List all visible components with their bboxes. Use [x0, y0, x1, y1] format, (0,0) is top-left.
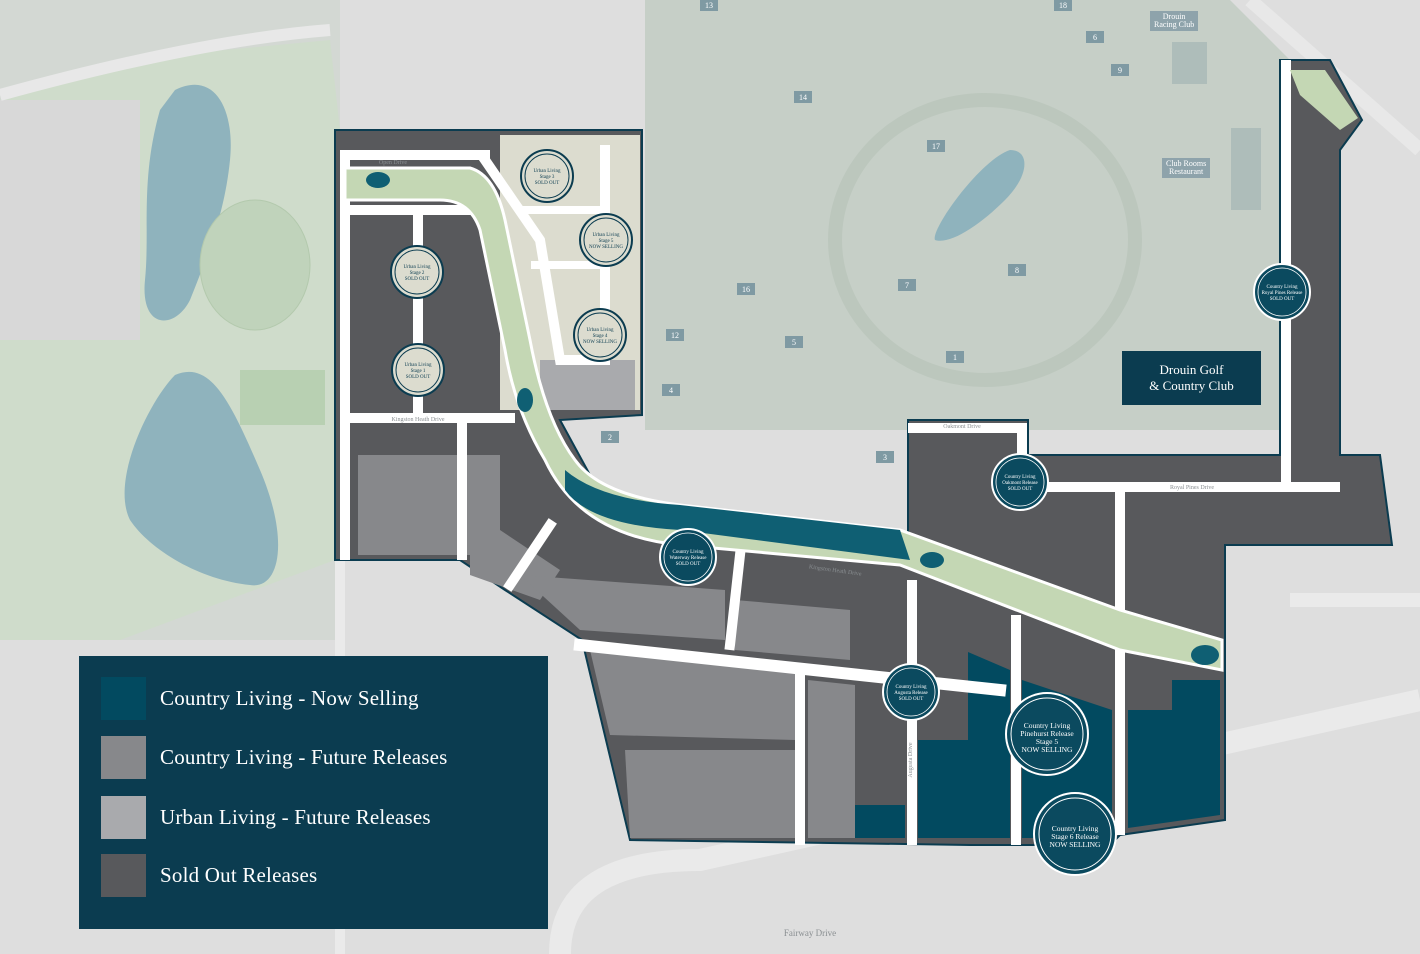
legend-label: Sold Out Releases: [160, 863, 318, 887]
legend-urban-future: Urban Living - Future Releases: [101, 796, 431, 839]
svg-text:16: 16: [742, 285, 750, 294]
lake: [144, 84, 231, 321]
legend-country-future: Country Living - Future Releases: [101, 736, 448, 779]
legend-sold-out: Sold Out Releases: [101, 854, 317, 897]
golf-club-line-2: & Country Club: [1149, 378, 1234, 393]
legend-swatch: [101, 854, 146, 897]
golf-lake: [934, 150, 1025, 241]
legend-swatch: [101, 796, 146, 839]
street-royal-pines-drive: Royal Pines Drive: [1170, 485, 1214, 491]
street-open-drive: Open Drive: [379, 160, 407, 166]
svg-text:2: 2: [608, 433, 612, 442]
street-oakmont-drive: Oakmont Drive: [943, 424, 981, 430]
legend-label: Urban Living - Future Releases: [160, 805, 431, 829]
legend-swatch: [101, 677, 146, 720]
svg-text:6: 6: [1093, 33, 1097, 42]
svg-text:17: 17: [932, 142, 940, 151]
svg-text:4: 4: [669, 386, 673, 395]
svg-text:9: 9: [1118, 66, 1122, 75]
street-kingston-heath-drive-2: Kingston Heath Drive: [392, 417, 445, 423]
legend-swatch: [101, 736, 146, 779]
waterway-lake: [565, 470, 910, 560]
svg-text:1: 1: [953, 353, 957, 362]
hole-markers: 13 18 6 9 14 17 16 7 8 12 5 1 4 2 3: [601, 0, 1129, 463]
svg-text:18: 18: [1059, 1, 1067, 10]
golf-club-line-1: Drouin Golf: [1159, 362, 1224, 377]
street-fairway-drive: Fairway Drive: [784, 928, 836, 938]
svg-text:14: 14: [799, 93, 807, 102]
lake: [124, 371, 279, 586]
legend-label: Country Living - Now Selling: [160, 686, 419, 710]
racing-club-line-1: Drouin: [1162, 12, 1186, 21]
svg-text:12: 12: [671, 331, 679, 340]
club-rooms-line-2: Restaurant: [1169, 167, 1204, 176]
map-legend: Country Living - Now Selling Country Liv…: [79, 656, 548, 929]
legend-now-selling: Country Living - Now Selling: [101, 677, 419, 720]
legend-label: Country Living - Future Releases: [160, 745, 448, 769]
racing-club-line-2: Racing Club: [1154, 20, 1195, 29]
svg-text:13: 13: [705, 1, 713, 10]
golf-club-label: Drouin Golf & Country Club: [1122, 351, 1261, 405]
club-rooms-line-1: Club Rooms: [1166, 159, 1207, 168]
svg-text:7: 7: [905, 281, 909, 290]
svg-text:8: 8: [1015, 266, 1019, 275]
street-augusta-drive: Augusta Drive: [908, 742, 914, 777]
svg-text:3: 3: [883, 453, 887, 462]
svg-text:5: 5: [792, 338, 796, 347]
